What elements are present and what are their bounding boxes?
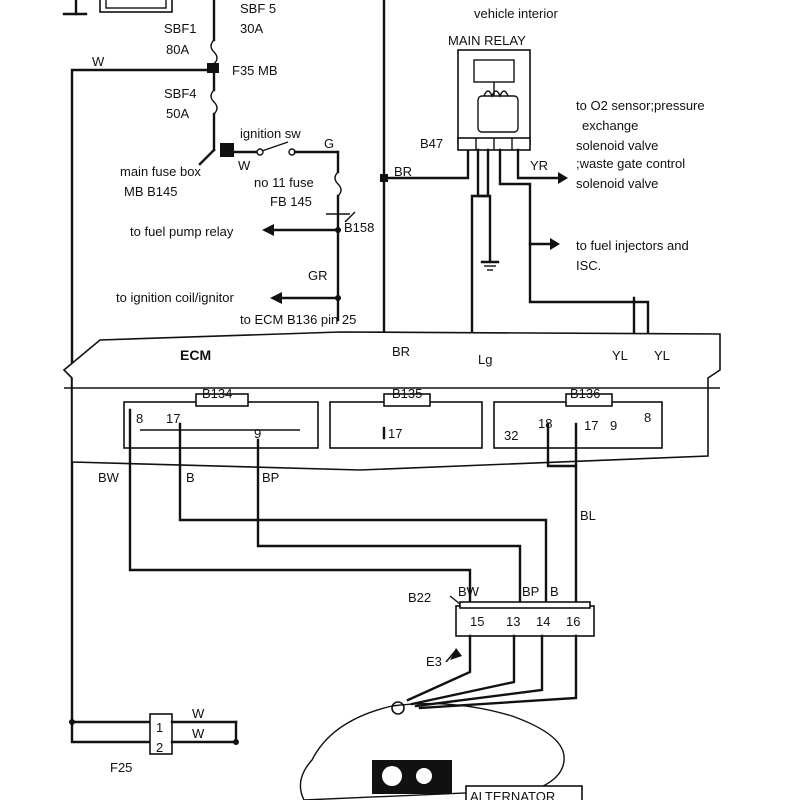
ignition-switch	[232, 141, 340, 156]
bw-ecm-label: BW	[98, 470, 120, 485]
b158-label: B158	[344, 220, 374, 235]
main-fuse-box-label: main fuse box	[120, 164, 201, 179]
alternator	[299, 702, 583, 800]
to-injectors-line1: to fuel injectors and	[576, 238, 689, 253]
to-o2-line3: solenoid valve	[576, 138, 658, 153]
battery-stub	[62, 0, 173, 16]
alternator-label: ALTERNATOR	[470, 789, 555, 800]
ecm-label: ECM	[180, 347, 211, 363]
sbf5-rating: 30A	[240, 21, 263, 36]
b134-pin-17: 17	[166, 411, 180, 426]
b136-pin-32: 32	[504, 428, 518, 443]
fuse-chain	[198, 0, 234, 166]
b136-pin-17: 17	[584, 418, 598, 433]
e3-label: E3	[426, 654, 442, 669]
to-o2-line4: ;waste gate control	[576, 156, 685, 171]
g-wire	[326, 150, 356, 301]
to-ecm-b136-label: to ECM B136 pin 25	[240, 312, 356, 327]
no11-fuse-label: no 11 fuse	[254, 175, 314, 190]
b-ecm-label: B	[186, 470, 195, 485]
b22-pin-14: 14	[536, 614, 550, 629]
to-o2-line2: exchange	[582, 118, 638, 133]
br-ecm-label: BR	[392, 344, 410, 359]
alternator-harness	[391, 634, 578, 715]
w-f25-lower-wire	[70, 720, 152, 744]
fuel-pump-relay-branch	[262, 224, 340, 236]
b136-pin-8: 8	[644, 410, 651, 425]
gr-wire-label: GR	[308, 268, 328, 283]
yl-left-label: YL	[612, 348, 628, 363]
b22-pin-13: 13	[506, 614, 520, 629]
bl-wire-label: BL	[580, 508, 596, 523]
f25-label: F25	[110, 760, 132, 775]
connector-b135	[329, 393, 483, 449]
f35-label: F35 MB	[232, 63, 278, 78]
f25-pin-1: 1	[156, 720, 163, 735]
br-top-label: BR	[394, 164, 412, 179]
ecm-output-wires	[128, 408, 578, 608]
b22-pin-16: 16	[566, 614, 580, 629]
w-f25-2-label: W	[192, 726, 205, 741]
bp-b22-label: BP	[522, 584, 539, 599]
b135-pin-17: 17	[388, 426, 402, 441]
to-o2-line5: solenoid valve	[576, 176, 658, 191]
vehicle-interior-label: vehicle interior	[474, 6, 558, 21]
b134-label: B134	[202, 386, 232, 401]
w-f25-1-label: W	[192, 706, 205, 721]
f25-pin-2: 2	[156, 740, 163, 755]
w-top-label: W	[92, 54, 105, 69]
b22-label: B22	[408, 590, 431, 605]
main-fuse-box-icon	[220, 143, 234, 157]
b134-pin-9: 9	[254, 426, 261, 441]
g-wire-label: G	[324, 136, 334, 151]
b47-label: B47	[420, 136, 443, 151]
fb145-label: FB 145	[270, 194, 312, 209]
mb-b145-label: MB B145	[124, 184, 177, 199]
sbf1-rating: 80A	[166, 42, 189, 57]
fuse-f25	[69, 713, 239, 755]
yr-wire-label: YR	[530, 158, 548, 173]
sbf4-label: SBF4	[164, 86, 197, 101]
b134-pin-8: 8	[136, 411, 143, 426]
connector-b22	[449, 595, 595, 637]
bp-ecm-label: BP	[262, 470, 279, 485]
sbf5-label: SBF 5	[240, 1, 276, 16]
to-injectors-line2: ISC.	[576, 258, 601, 273]
to-o2-line1: to O2 sensor;pressure	[576, 98, 705, 113]
f35-junction	[207, 63, 219, 73]
connector-b136	[493, 393, 663, 449]
b135-label: B135	[392, 386, 422, 401]
b136-pin-9: 9	[610, 418, 617, 433]
main-relay-label: MAIN RELAY	[448, 33, 526, 48]
sbf4-rating: 50A	[166, 106, 189, 121]
connector-b134	[123, 393, 319, 449]
to-fuel-pump-relay-label: to fuel pump relay	[130, 224, 234, 239]
bw-b22-label: BW	[458, 584, 480, 599]
lg-wire-label: Lg	[478, 352, 492, 367]
b22-pin-15: 15	[470, 614, 484, 629]
ignition-sw-label: ignition sw	[240, 126, 301, 141]
main-relay	[457, 49, 531, 151]
ignition-coil-branch	[270, 292, 340, 304]
b-b22-label: B	[550, 584, 559, 599]
w-ign-label: W	[238, 158, 251, 173]
b136-pin-18: 18	[538, 416, 552, 431]
b136-label: B136	[570, 386, 600, 401]
sbf1-label: SBF1	[164, 21, 197, 36]
to-ignition-coil-label: to ignition coil/ignitor	[116, 290, 234, 305]
yl-right-label: YL	[654, 348, 670, 363]
